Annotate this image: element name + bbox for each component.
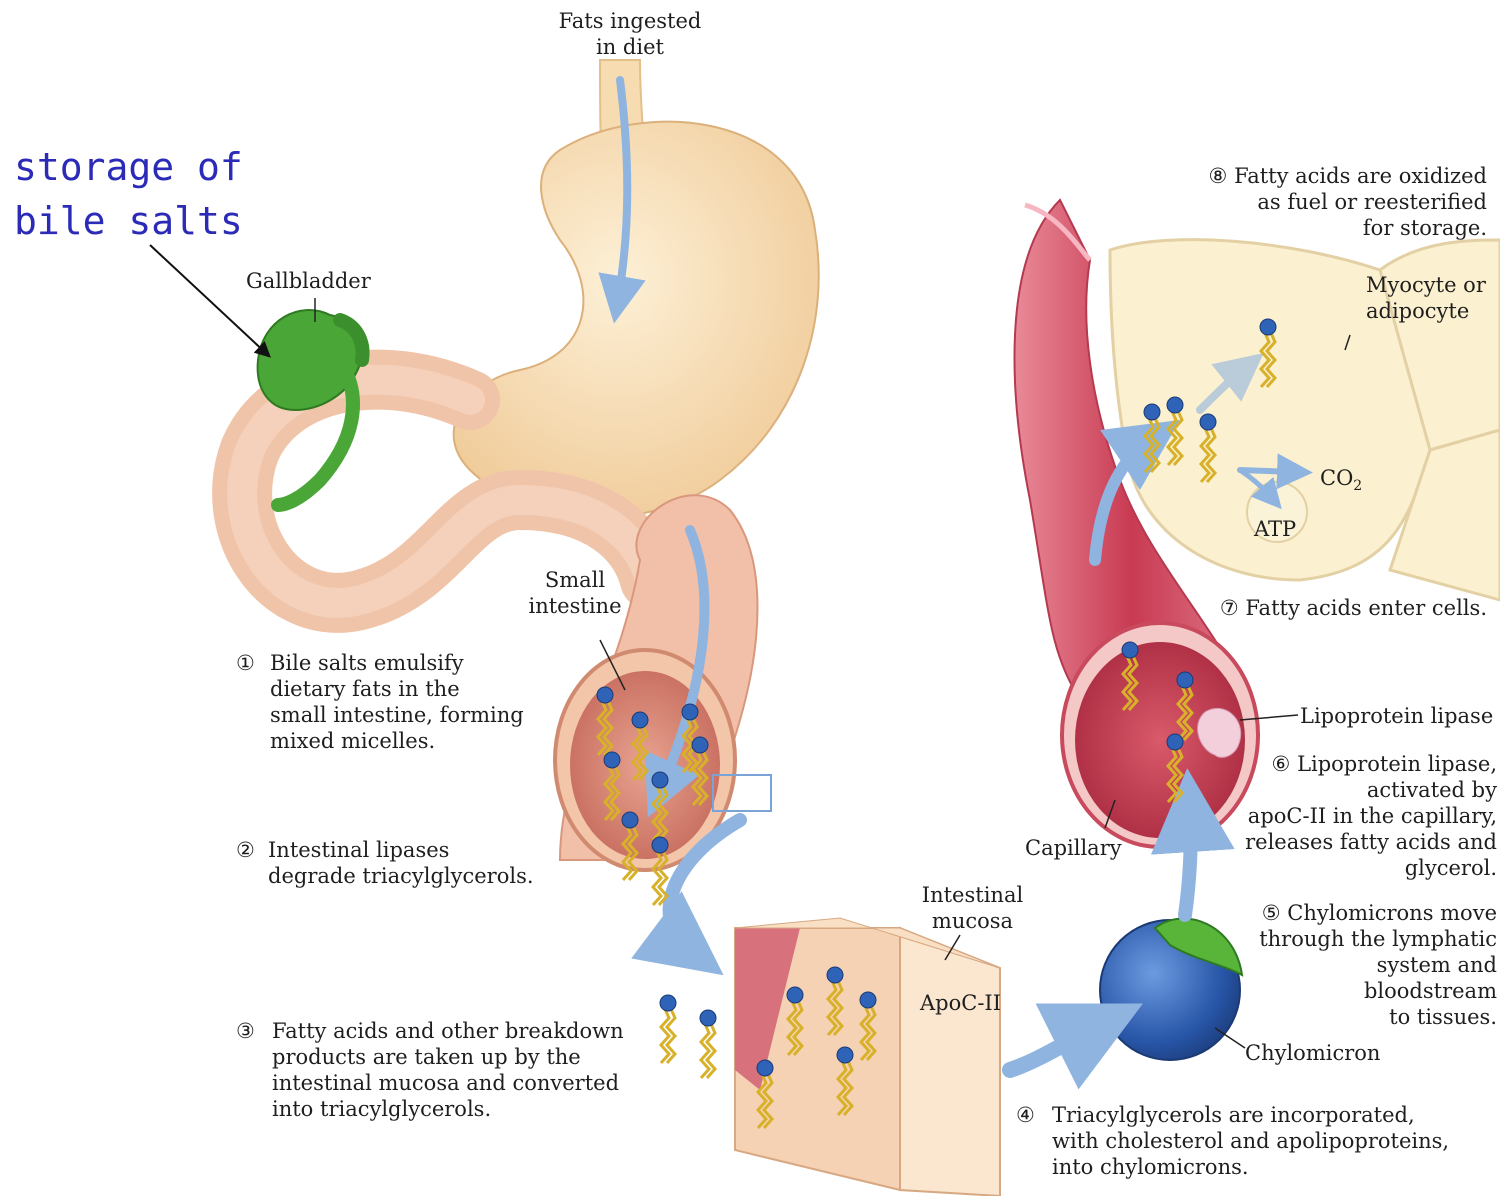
- intestinal-mucosa-block: [735, 918, 1000, 1196]
- step-3: ③ Fatty acids and other breakdown produc…: [236, 1018, 636, 1122]
- fats-ingested-label: Fats ingested in diet: [545, 8, 715, 60]
- intestinal-mucosa-label: Intestinal mucosa: [905, 882, 1040, 934]
- step-number: ⑤: [1262, 901, 1281, 925]
- annotation-arrow: [150, 245, 268, 355]
- step-4: ④ Triacylglycerols are incorporated, wit…: [1016, 1102, 1476, 1180]
- step-6: ⑥ Lipoprotein lipase, activated by apoC-…: [1220, 751, 1497, 881]
- step-number: ③: [236, 1018, 255, 1044]
- step-number: ①: [236, 650, 255, 676]
- annotation-line: bile salts: [14, 194, 243, 248]
- atp-label: ATP: [1254, 516, 1296, 542]
- lipid-molecule: [700, 1010, 716, 1078]
- step-8: ⑧ Fatty acids are oxidized as fuel or re…: [1190, 163, 1487, 241]
- step-1: ① Bile salts emulsify dietary fats in th…: [236, 650, 536, 754]
- step-number: ⑧: [1209, 164, 1228, 188]
- lipid-molecule: [660, 995, 676, 1063]
- small-intestine-label: Small intestine: [520, 567, 630, 619]
- apoc-label: ApoC-II: [920, 990, 1001, 1016]
- step-5: ⑤ Chylomicrons move through the lymphati…: [1240, 900, 1497, 1030]
- annotation-line: storage of: [14, 140, 243, 194]
- bile-storage-annotation: storage of bile salts: [14, 140, 243, 248]
- chylomicron-label: Chylomicron: [1245, 1040, 1380, 1066]
- step-number: ⑥: [1272, 752, 1291, 776]
- lipid-molecule: [652, 837, 668, 905]
- step-number: ②: [236, 837, 255, 863]
- co2-label: CO2: [1320, 465, 1362, 499]
- step-2: ② Intestinal lipases degrade triacylglyc…: [236, 837, 536, 889]
- lipoprotein-lipase-label: Lipoprotein lipase: [1300, 703, 1493, 729]
- myocyte-label: Myocyte or adipocyte: [1366, 272, 1486, 324]
- capillary-label: Capillary: [1025, 835, 1122, 861]
- gallbladder-label: Gallbladder: [246, 268, 371, 294]
- stomach: [454, 122, 819, 517]
- step-number: ⑦: [1220, 596, 1239, 620]
- chylomicron-particle: [1100, 919, 1242, 1060]
- step-7: ⑦ Fatty acids enter cells.: [1190, 595, 1487, 621]
- step-number: ④: [1016, 1102, 1035, 1128]
